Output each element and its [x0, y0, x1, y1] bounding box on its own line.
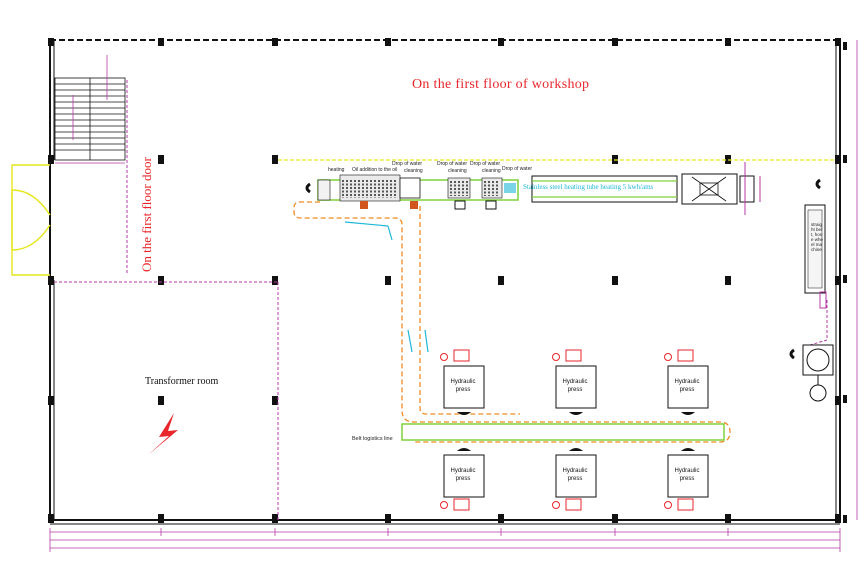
transformer-room-label: Transformer room — [145, 376, 219, 387]
straight-belt-machine — [804, 178, 828, 346]
chutes — [344, 221, 429, 353]
entrance-door — [11, 164, 51, 276]
heating-tube-oven — [531, 162, 761, 215]
press-label-4: Hydraulic press — [450, 468, 476, 482]
press-label-1: Hydraulic press — [450, 379, 476, 393]
press-label-3: Hydraulic press — [674, 379, 700, 393]
label-cleaning-2: cleaning — [448, 168, 467, 174]
dimension-lines — [49, 40, 858, 552]
label-drop-1: Drop of water — [392, 161, 423, 167]
treatment-line — [305, 174, 519, 210]
belt-conveyor — [401, 423, 725, 441]
belt-loop — [293, 201, 731, 443]
label-cleaning-1: cleaning — [404, 168, 423, 174]
press-stations — [443, 365, 709, 498]
press-label-6: Hydraulic press — [674, 468, 700, 482]
label-oil: Oil addition to the oil — [352, 167, 398, 173]
staircase — [54, 55, 126, 164]
belt-line-label: Belt logistics line — [352, 436, 393, 442]
control-cabinets — [440, 349, 694, 511]
label-cleaning-3: cleaning — [482, 168, 501, 174]
structural-columns — [48, 38, 841, 523]
door-label: On the first floor door — [139, 157, 154, 272]
page-title: On the first floor of workshop — [412, 77, 590, 92]
label-drop-3: Drop of water — [470, 161, 501, 167]
hose-wheel-machine — [789, 344, 834, 402]
building-walls — [49, 39, 841, 525]
press-label-5: Hydraulic press — [562, 468, 588, 482]
label-drop-4: Drop of water — [502, 166, 533, 172]
machine-label: straight belt, hose wheel machine — [811, 222, 824, 252]
partition-lines — [54, 80, 279, 520]
press-label-2: Hydraulic press — [562, 379, 588, 393]
label-drop-2: Drop of water — [437, 161, 468, 167]
right-wall-markers — [843, 42, 847, 523]
label-heating: heating — [328, 167, 345, 173]
lightning-icon — [148, 413, 178, 455]
heating-tube-label: Stainless steel heating tube heating 5 k… — [523, 183, 654, 191]
